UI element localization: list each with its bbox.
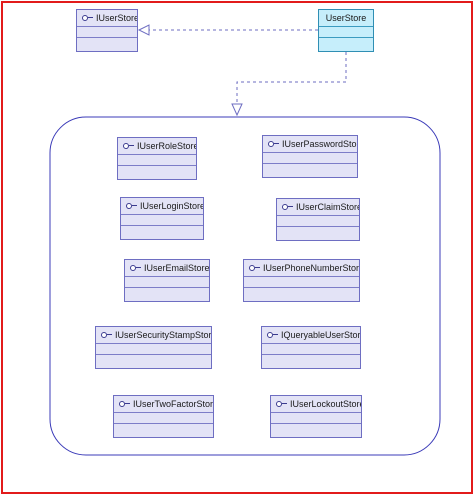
class-iqueryableuserstore-header: IQueryableUserStore [262,327,360,344]
class-iuserrolestore-operations [118,166,196,176]
class-iuseremailstore-label: IUserEmailStore [144,263,209,273]
class-iuserpasswordstore-operations [263,164,357,174]
class-iusersecuritystampstore-header: IUserSecurityStampStore [96,327,211,344]
class-iuserphonenumberstore-header: IUserPhoneNumberStore [244,260,359,277]
class-iuserclaimstore-label: IUserClaimStore [296,202,359,212]
interface-group-container[interactable] [49,116,441,456]
class-iuserphonenumberstore[interactable]: IUserPhoneNumberStore [243,259,360,302]
class-iuserrolestore-header: IUserRoleStore [118,138,196,155]
class-iuserloginstore-header: IUserLoginStore [121,198,203,215]
class-iqueryableuserstore-attributes [262,344,360,355]
interface-icon [123,142,134,150]
class-iuserclaimstore-operations [277,227,359,237]
class-iusersecuritystampstore-label: IUserSecurityStampStore [115,330,211,340]
class-iuseremailstore-attributes [125,277,209,288]
class-iuserlockoutstore-label: IUserLockoutStore [290,399,361,409]
class-iqueryableuserstore-operations [262,355,360,365]
class-iuserstore-header: IUserStore [77,10,137,27]
class-iuserclaimstore[interactable]: IUserClaimStore [276,198,360,241]
class-iuserstore-label: IUserStore [96,13,137,23]
class-iuserclaimstore-attributes [277,216,359,227]
class-iusersecuritystampstore-operations [96,355,211,365]
class-iuserlockoutstore-attributes [271,413,361,424]
class-iuserphonenumberstore-operations [244,288,359,298]
interface-icon [119,400,130,408]
interface-icon [249,264,260,272]
class-iuserphonenumberstore-label: IUserPhoneNumberStore [263,263,359,273]
class-iusertwofactorstore[interactable]: IUserTwoFactorStore [113,395,214,438]
class-iuserloginstore[interactable]: IUserLoginStore [120,197,204,240]
class-iusertwofactorstore-label: IUserTwoFactorStore [133,399,213,409]
class-iusertwofactorstore-attributes [114,413,213,424]
class-iuserpasswordstore-label: IUserPasswordStore [282,139,357,149]
class-iuserrolestore-attributes [118,155,196,166]
class-userstore-operations [319,38,373,48]
class-iuseremailstore-header: IUserEmailStore [125,260,209,277]
class-iuserstore[interactable]: IUserStore [76,9,138,52]
class-userstore[interactable]: UserStore [318,9,374,52]
class-userstore-header: UserStore [319,10,373,27]
class-iuserlockoutstore[interactable]: IUserLockoutStore [270,395,362,438]
class-iuserrolestore[interactable]: IUserRoleStore [117,137,197,180]
class-iuseremailstore-operations [125,288,209,298]
realization-line-group [236,52,347,104]
interface-icon [130,264,141,272]
class-userstore-attributes [319,27,373,38]
class-iuserclaimstore-header: IUserClaimStore [277,199,359,216]
class-iuserpasswordstore-attributes [263,153,357,164]
class-iuserphonenumberstore-attributes [244,277,359,288]
class-iqueryableuserstore-label: IQueryableUserStore [281,330,360,340]
class-userstore-label: UserStore [325,13,367,23]
class-iuserpasswordstore[interactable]: IUserPasswordStore [262,135,358,178]
class-iuserloginstore-operations [121,226,203,236]
interface-icon [276,400,287,408]
class-iuserloginstore-label: IUserLoginStore [140,201,203,211]
interface-icon [282,203,293,211]
class-iqueryableuserstore[interactable]: IQueryableUserStore [261,326,361,369]
interface-icon [126,202,137,210]
class-iusersecuritystampstore-attributes [96,344,211,355]
class-iusersecuritystampstore[interactable]: IUserSecurityStampStore [95,326,212,369]
class-iuseremailstore[interactable]: IUserEmailStore [124,259,210,302]
class-iuserlockoutstore-operations [271,424,361,434]
class-iuserrolestore-label: IUserRoleStore [137,141,196,151]
interface-icon [268,140,279,148]
interface-icon [267,331,278,339]
class-iuserlockoutstore-header: IUserLockoutStore [271,396,361,413]
interface-icon [101,331,112,339]
class-iuserpasswordstore-header: IUserPasswordStore [263,136,357,153]
interface-icon [82,14,93,22]
realization-arrowhead-group [231,103,243,117]
realization-arrowhead-iuserstore [137,24,150,36]
class-iusertwofactorstore-header: IUserTwoFactorStore [114,396,213,413]
class-iuserstore-attributes [77,27,137,38]
class-iusertwofactorstore-operations [114,424,213,434]
class-iuserstore-operations [77,38,137,48]
class-iuserloginstore-attributes [121,215,203,226]
